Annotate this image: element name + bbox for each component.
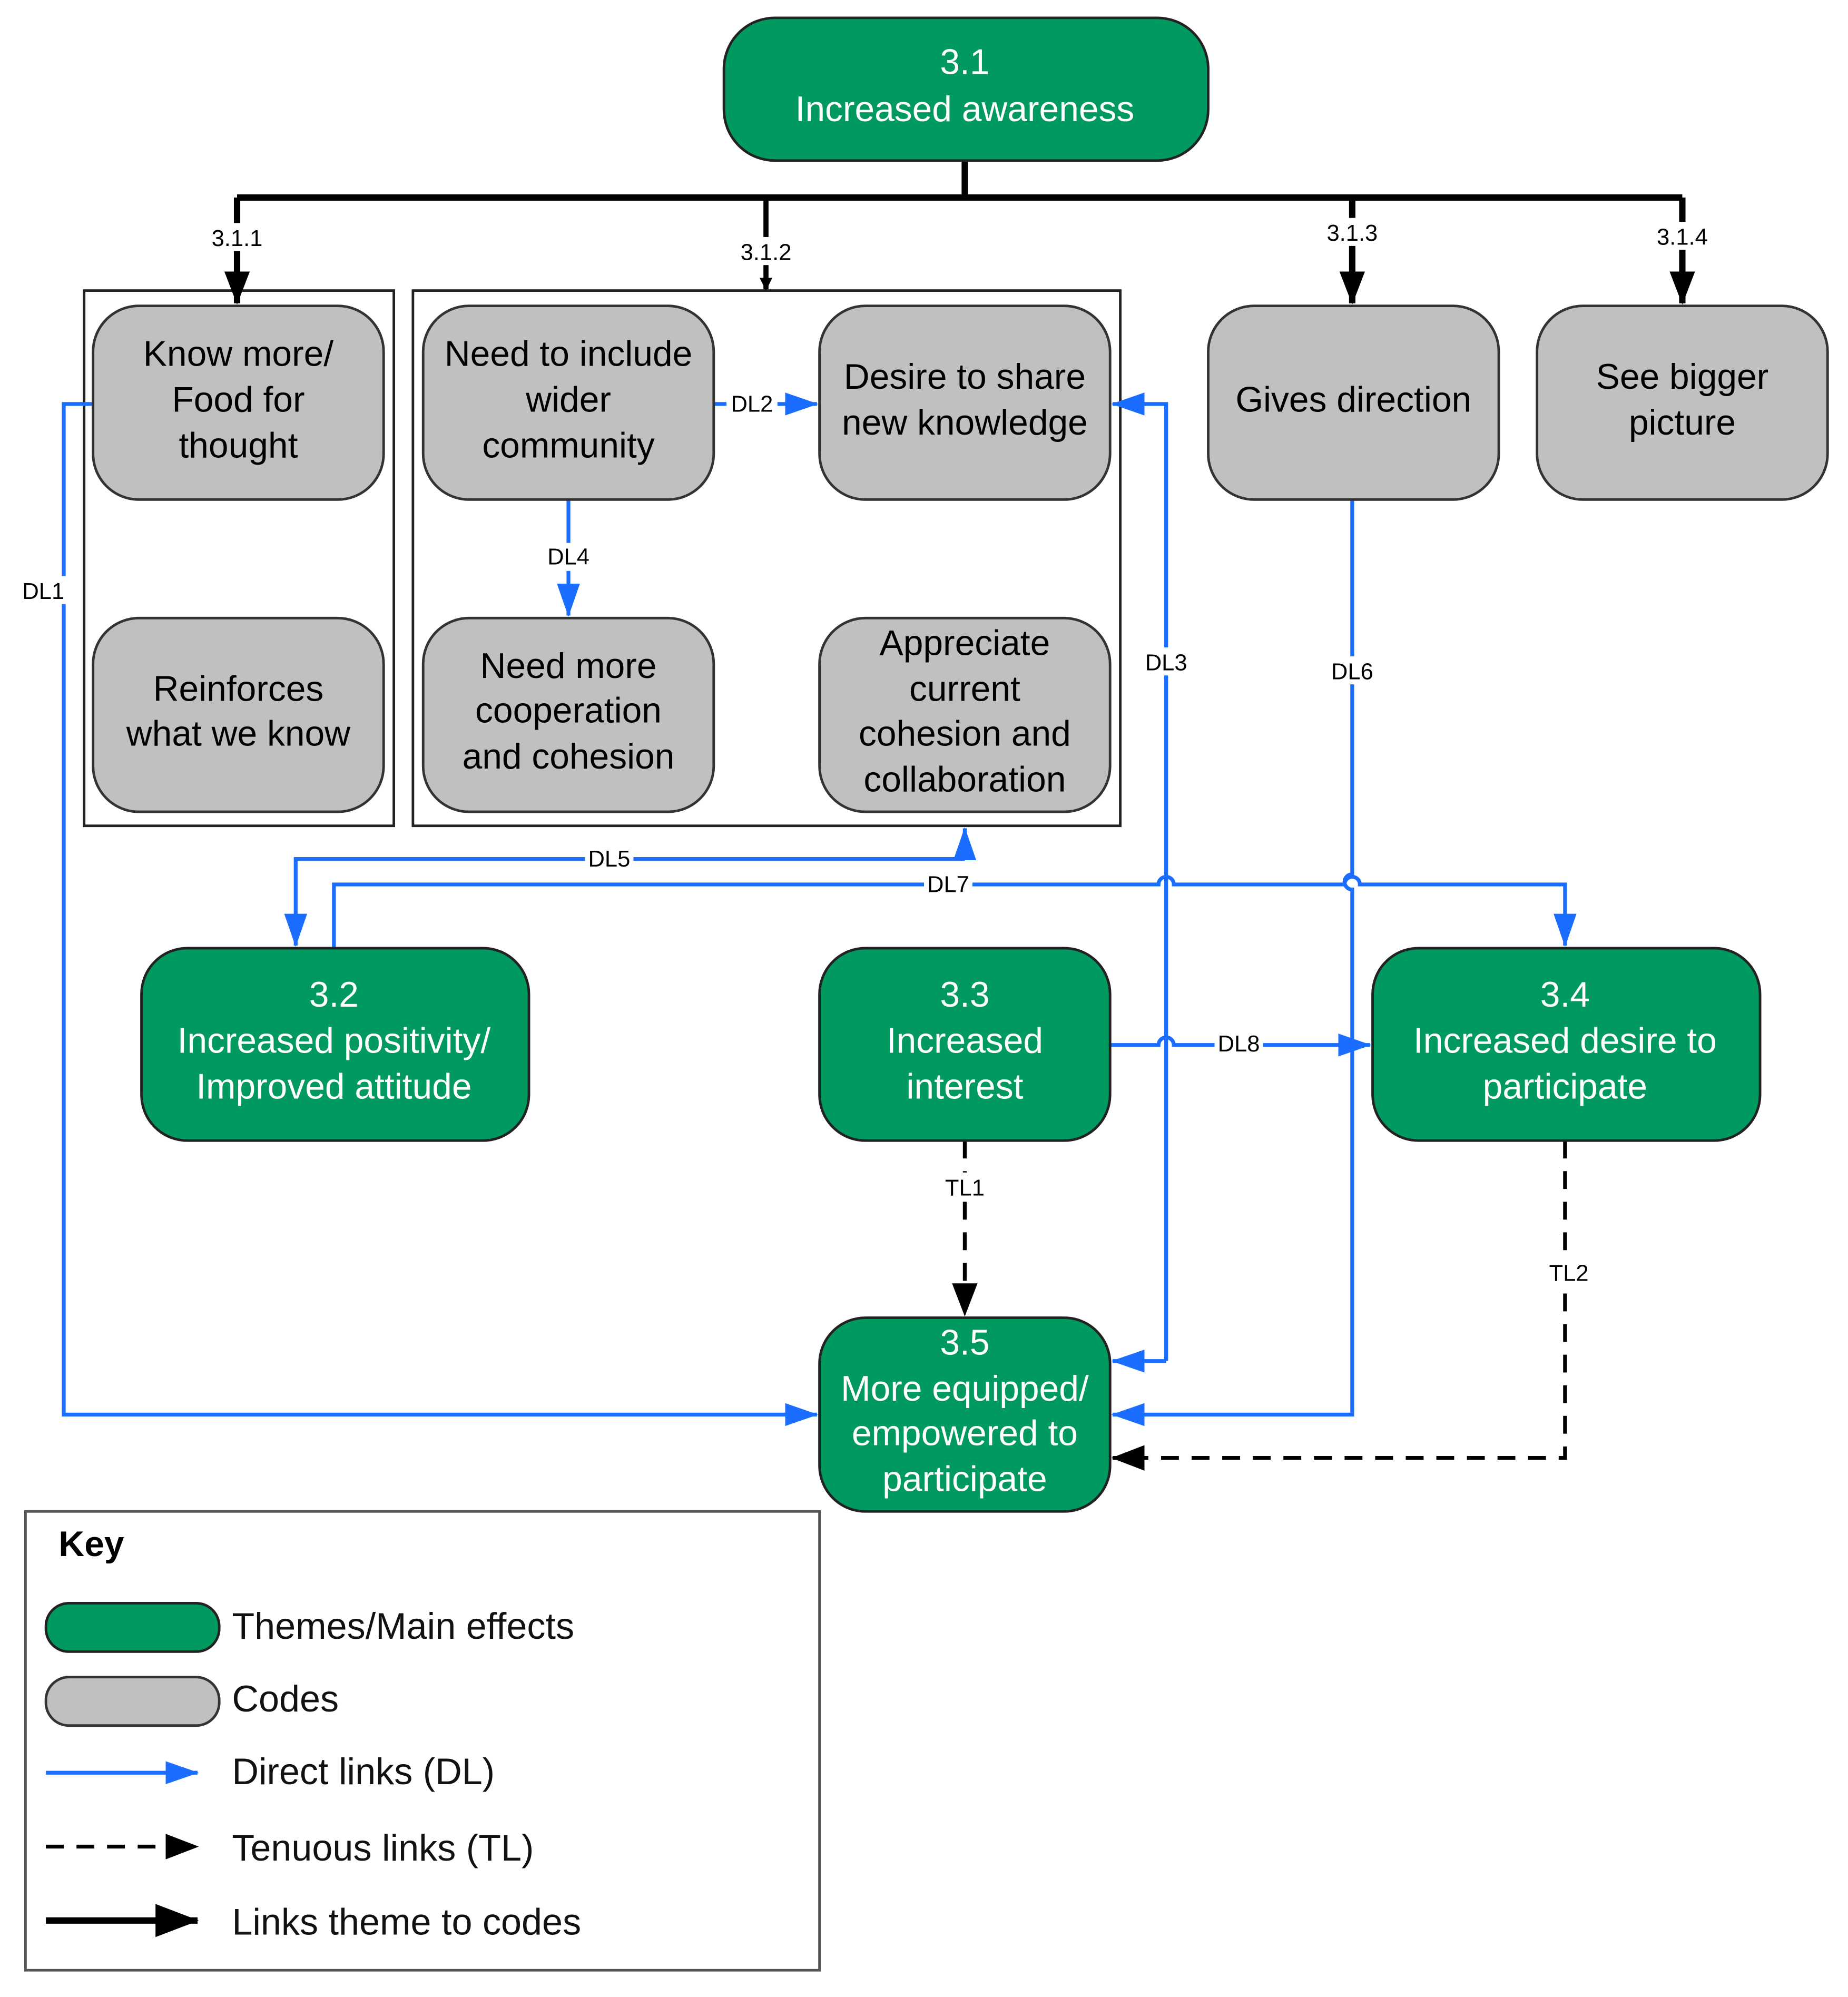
theme-code-links bbox=[224, 160, 1695, 305]
svg-text:Themes/Main effects: Themes/Main effects bbox=[232, 1605, 574, 1647]
svg-text:DL5: DL5 bbox=[588, 847, 631, 872]
legend-title: Key bbox=[58, 1524, 124, 1564]
direct-links bbox=[62, 392, 1577, 1427]
svg-text:Tenuous links (TL): Tenuous links (TL) bbox=[232, 1827, 534, 1868]
svg-text:DL7: DL7 bbox=[927, 872, 969, 897]
svg-text:Codes: Codes bbox=[232, 1678, 339, 1719]
label-3-1-4: 3.1.4 bbox=[1657, 225, 1708, 250]
group-box-3-1-2 bbox=[411, 289, 1122, 828]
svg-text:TL1: TL1 bbox=[945, 1175, 985, 1201]
svg-text:TL2: TL2 bbox=[1549, 1261, 1589, 1286]
label-3-1-2: 3.1.2 bbox=[741, 240, 792, 265]
link-labels: 3.1.1 3.1.2 3.1.3 3.1.4 DL1 DL2 DL3 DL4 … bbox=[20, 218, 1712, 1286]
legend-theme-swatch bbox=[44, 1602, 221, 1653]
svg-text:Gives direction: Gives direction bbox=[1235, 380, 1471, 419]
legend-code-swatch bbox=[44, 1676, 221, 1727]
svg-text:DL6: DL6 bbox=[1331, 659, 1373, 684]
svg-text:DL3: DL3 bbox=[1145, 651, 1187, 676]
svg-text:Direct links (DL): Direct links (DL) bbox=[232, 1750, 495, 1792]
code-gives-direction[interactable]: Gives direction bbox=[1207, 304, 1500, 501]
svg-text:DL2: DL2 bbox=[731, 391, 773, 417]
svg-text:DL8: DL8 bbox=[1218, 1031, 1260, 1057]
svg-text:Links theme to codes: Links theme to codes bbox=[232, 1901, 581, 1942]
tenuous-links bbox=[952, 1140, 1567, 1471]
label-3-1-1: 3.1.1 bbox=[212, 226, 263, 251]
label-3-1-3: 3.1.3 bbox=[1326, 221, 1378, 246]
svg-text:DL1: DL1 bbox=[22, 579, 64, 604]
legend: Key Themes/Main effects Codes Direct lin… bbox=[24, 1510, 821, 1972]
svg-text:DL4: DL4 bbox=[547, 545, 589, 570]
